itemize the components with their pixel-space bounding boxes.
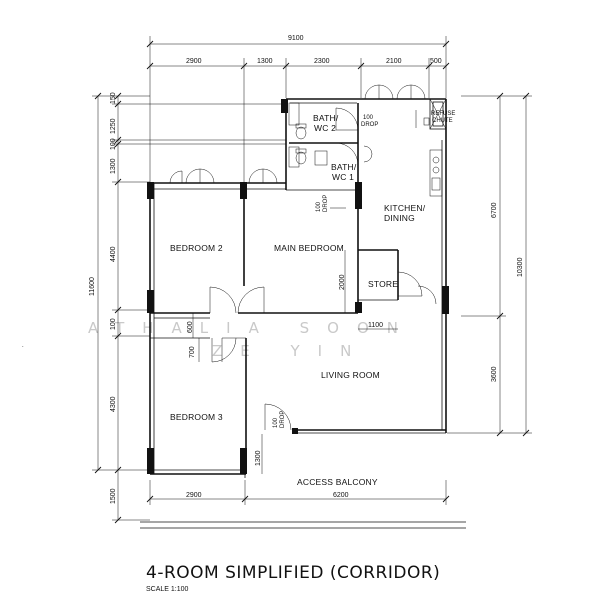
dim-top-seg-2: 1300: [257, 58, 273, 65]
small-mark: .: [22, 343, 24, 349]
dim-top-seg-4: 2100: [386, 58, 402, 65]
dim-left-seg-5: 4400: [110, 246, 117, 262]
label-refuse-chute-line-2: CHUTE: [432, 118, 453, 124]
label-bath-wc-2-line-1: BATH/: [313, 113, 339, 123]
right-dimension-chain: 6700 3600 10300: [447, 92, 532, 437]
drop-b-label: DROP: [323, 195, 329, 212]
dim-top-seg-5: 500: [430, 58, 442, 65]
structural-columns: [147, 99, 449, 474]
dim-left-seg-7: 4300: [110, 396, 117, 412]
label-bedroom-3: BEDROOM 3: [170, 412, 223, 422]
drop-a-value: 100: [363, 115, 374, 121]
label-bedroom-2: BEDROOM 2: [170, 243, 223, 253]
dim-right-seg-1: 6700: [491, 202, 498, 218]
label-kitchen-line-2: DINING: [384, 213, 415, 223]
bottom-dimension-chain: 2900 6200: [146, 480, 450, 505]
dim-top-seg-3: 2300: [314, 58, 330, 65]
dim-600: 600: [187, 321, 194, 333]
drop-c-label: DROP: [280, 411, 286, 428]
dim-top-overall: 9100: [288, 35, 304, 42]
windows: [154, 84, 426, 184]
label-bath-wc-1-line-2: WC 1: [332, 172, 354, 182]
label-bath-wc-2-line-2: WC 2: [314, 123, 336, 133]
dim-top-seg-1: 2900: [186, 58, 202, 65]
top-dimension-chain: 9100 2900 1300 2300 2100 500: [146, 35, 450, 182]
label-store: STORE: [368, 279, 398, 289]
dim-700: 700: [189, 346, 196, 358]
dim-bottom-seg-2: 6200: [333, 492, 349, 499]
dim-bottom-seg-1: 2900: [186, 492, 202, 499]
dim-left-seg-2: 1250: [110, 118, 117, 134]
dim-right-seg-2: 3600: [491, 366, 498, 382]
drop-b-value: 100: [316, 201, 322, 212]
dim-1300: 1300: [255, 450, 262, 466]
room-labels: BATH/ WC 2 BATH/ WC 1 KITCHEN/ DINING BE…: [170, 111, 455, 487]
watermark-line-2: ZE YIN: [212, 342, 369, 360]
drop-notes: 100 DROP 100 DROP 100 DROP: [273, 115, 378, 428]
plan-title: 4-ROOM SIMPLIFIED (CORRIDOR): [146, 563, 440, 583]
dim-right-overall: 10300: [517, 257, 524, 277]
dim-left-seg-6: 100: [110, 318, 117, 330]
left-dimension-chain: 11600 150 1250 100 1300 4400 100 4300 15…: [22, 92, 286, 524]
fixtures: [288, 98, 447, 209]
dim-left-seg-3: 100: [110, 138, 117, 150]
drop-c-value: 100: [273, 417, 279, 428]
watermark-line-1: ATHALIA SOON: [88, 319, 416, 337]
drop-a-label: DROP: [361, 122, 378, 128]
dim-left-overall: 11600: [89, 277, 96, 296]
interior-dimensions: 600 700 2000 1100 1300: [187, 250, 398, 474]
dim-1100: 1100: [368, 322, 383, 329]
label-refuse-chute-line-1: REFUSE: [431, 111, 455, 117]
label-kitchen-line-1: KITCHEN/: [384, 203, 426, 213]
label-living-room: LIVING ROOM: [321, 370, 380, 380]
dim-2000: 2000: [339, 274, 346, 290]
scale-label: SCALE 1:100: [146, 586, 189, 593]
label-access-balcony: ACCESS BALCONY: [297, 477, 378, 487]
dim-left-seg-8: 1500: [110, 488, 117, 504]
dim-left-seg-1: 150: [110, 92, 117, 104]
dim-left-seg-4: 1300: [110, 158, 117, 174]
label-bath-wc-1-line-1: BATH/: [331, 162, 357, 172]
door-swings: [209, 107, 437, 431]
label-main-bedroom: MAIN BEDROOM: [274, 243, 344, 253]
